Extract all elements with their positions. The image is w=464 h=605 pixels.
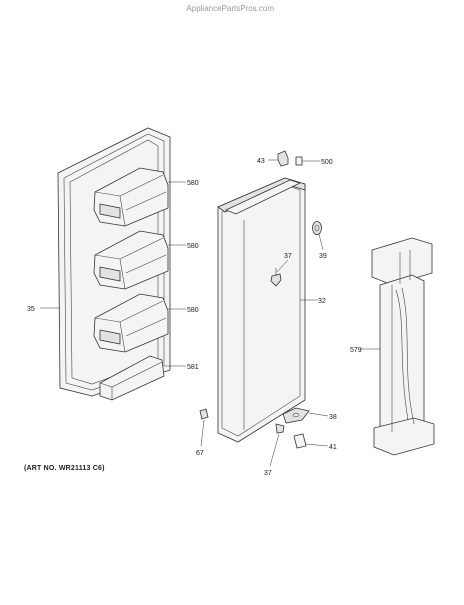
- callout-38: 38: [329, 414, 337, 421]
- upper-screw: [270, 268, 282, 287]
- callout-41: 41: [329, 444, 337, 451]
- hinge-bushing: [295, 156, 303, 166]
- clip: [199, 408, 209, 420]
- door-bin-lower: [93, 293, 169, 353]
- callout-580-top: 580: [187, 180, 199, 187]
- callout-32: 32: [318, 298, 326, 305]
- door-bin-small: [99, 355, 165, 401]
- leader-lines: [40, 159, 380, 467]
- callout-37-lower: 37: [264, 470, 272, 477]
- callout-581: 581: [187, 364, 199, 371]
- door-bin-top: [93, 167, 169, 227]
- hinge-bushing-lower: [293, 433, 307, 449]
- callout-39: 39: [319, 253, 327, 260]
- callout-579: 579: [350, 347, 362, 354]
- art-number: (ART NO. WR21113 C6): [24, 465, 105, 472]
- callout-580-lower: 580: [187, 307, 199, 314]
- lower-hinge: [282, 407, 310, 424]
- callout-43: 43: [257, 158, 265, 165]
- callout-37-upper: 37: [284, 253, 292, 260]
- watermark: AppliancePartsPros.com: [186, 4, 274, 13]
- door-panel: [217, 177, 306, 443]
- callout-580-middle: 580: [187, 243, 199, 250]
- door-bin-middle: [93, 230, 169, 290]
- callout-35: 35: [27, 306, 35, 313]
- door-cam: [312, 221, 322, 235]
- side-panel: [371, 237, 435, 456]
- callout-67: 67: [196, 450, 204, 457]
- hinge-pin: [277, 150, 289, 167]
- callout-500: 500: [321, 159, 333, 166]
- callout-labels: 35 580 580 580 581 43 500 39 37 32 579 3…: [27, 158, 362, 477]
- lower-screw: [275, 423, 285, 434]
